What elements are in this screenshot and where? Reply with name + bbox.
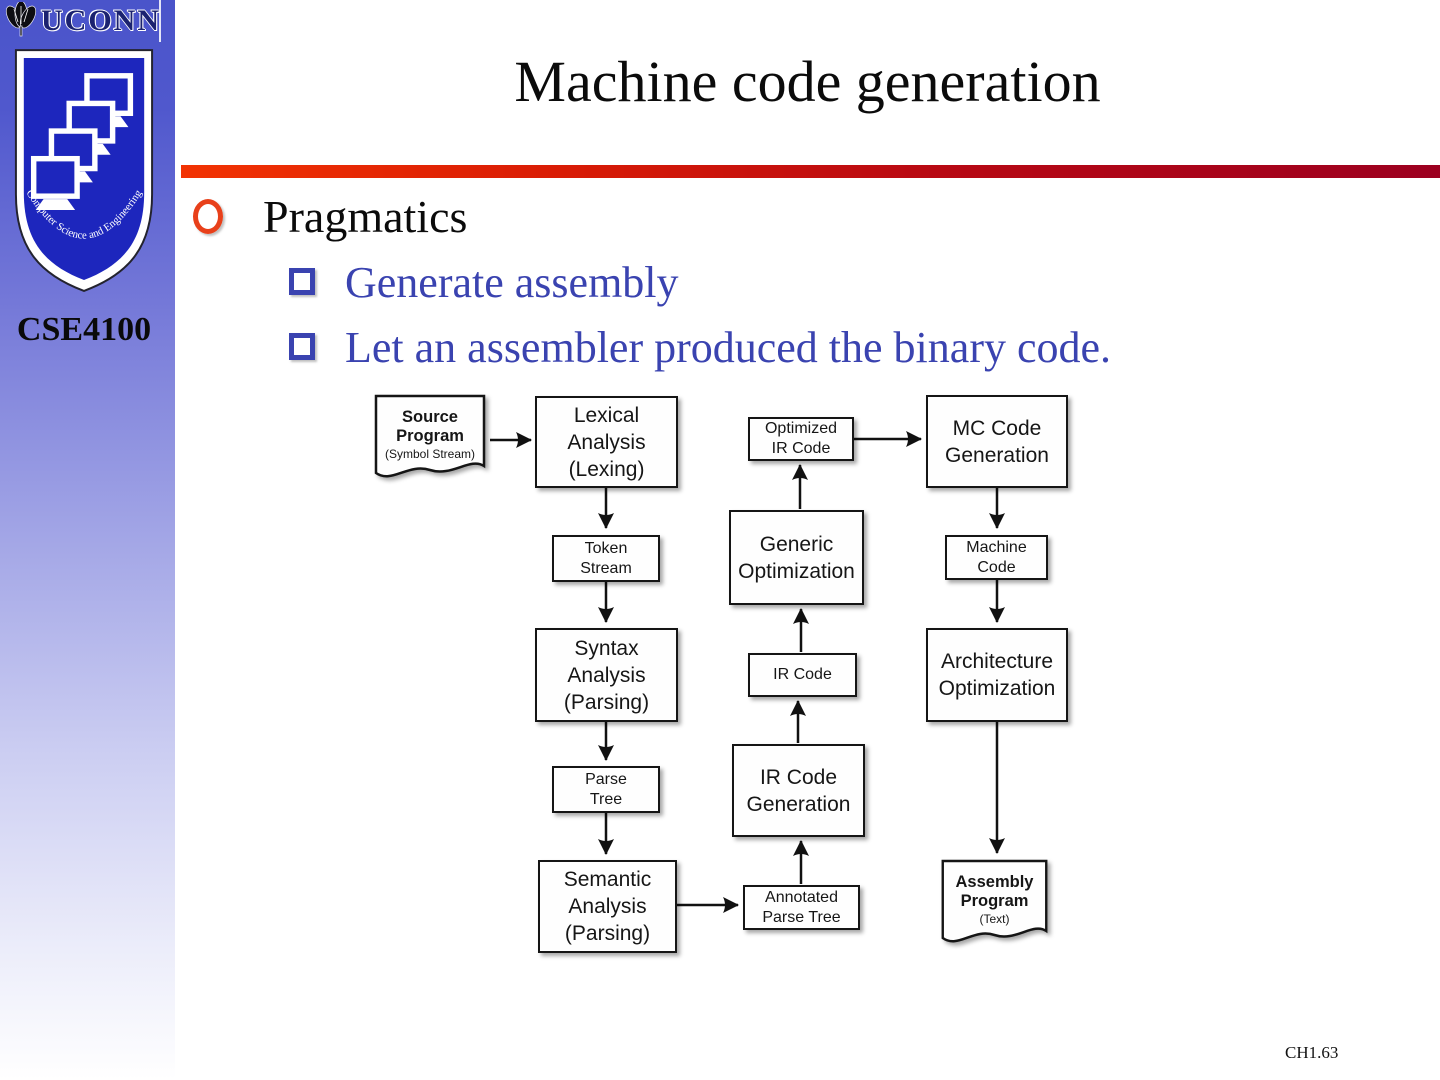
computer-monitors-icon bbox=[30, 73, 134, 210]
flow-node-assembly-program: Assembly Program (Text) bbox=[937, 858, 1052, 953]
flow-node-optimized-ir-code: Optimized IR Code bbox=[748, 417, 854, 461]
cse-shield-logo: Computer Science and Engineering bbox=[10, 46, 158, 298]
flow-node-semantic-analysis: Semantic Analysis (Parsing) bbox=[538, 860, 677, 953]
flow-node-machine-code: Machine Code bbox=[945, 535, 1048, 580]
level1-bullet-icon bbox=[193, 199, 223, 234]
flow-node-token-stream: Token Stream bbox=[552, 535, 660, 582]
sidebar: UCONN bbox=[0, 0, 175, 1080]
bullet-item-assembler-binary: Let an assembler produced the binary cod… bbox=[345, 323, 1112, 372]
flow-node-lexical-analysis: Lexical Analysis (Lexing) bbox=[535, 396, 678, 488]
document-shape bbox=[374, 394, 486, 478]
cse-shield-graphic: Computer Science and Engineering bbox=[14, 49, 154, 292]
oak-leaf-icon bbox=[5, 2, 37, 37]
flow-node-annotated-parse-tree: Annotated Parse Tree bbox=[743, 885, 860, 930]
flow-node-mc-code-generation: MC Code Generation bbox=[926, 395, 1068, 488]
title-divider-rule bbox=[181, 165, 1440, 178]
document-shape bbox=[941, 859, 1048, 943]
slide-title: Machine code generation bbox=[514, 49, 1101, 114]
flow-node-architecture-optimization: Architecture Optimization bbox=[926, 628, 1068, 722]
level2-bullet-icon bbox=[289, 268, 315, 295]
flow-node-ir-code-generation: IR Code Generation bbox=[732, 744, 865, 837]
bullet-item-generate-assembly: Generate assembly bbox=[345, 258, 679, 307]
flow-node-syntax-analysis: Syntax Analysis (Parsing) bbox=[535, 628, 678, 722]
banner-divider-line bbox=[159, 0, 161, 42]
course-code: CSE4100 bbox=[16, 311, 152, 348]
flow-node-ir-code: IR Code bbox=[748, 653, 857, 697]
flow-node-generic-optimization: Generic Optimization bbox=[729, 510, 864, 605]
uconn-banner: UCONN bbox=[0, 0, 175, 42]
flow-node-source-program: Source Program (Symbol Stream) bbox=[370, 393, 490, 488]
slide-number: CH1.63 bbox=[1285, 1043, 1339, 1062]
level2-bullet-icon bbox=[289, 333, 315, 360]
flow-node-parse-tree: Parse Tree bbox=[552, 766, 660, 813]
uconn-wordmark: UCONN bbox=[41, 4, 161, 37]
bullet-item-pragmatics: Pragmatics bbox=[263, 191, 468, 242]
